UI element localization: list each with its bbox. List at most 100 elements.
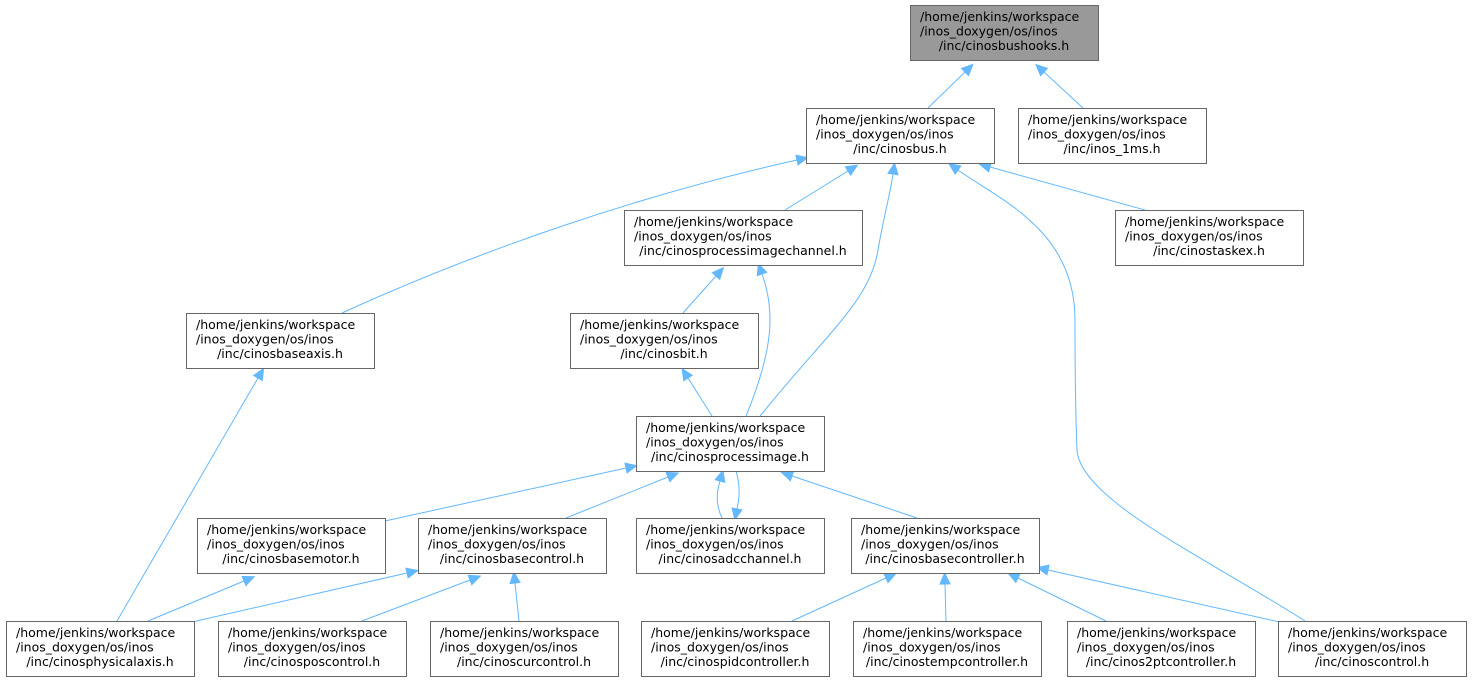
edge-line [341,159,798,314]
edge-line [784,170,849,211]
edge-cinosprocessimage-to-cinosbit [681,367,713,417]
node-box [636,416,825,472]
edges-layer [116,63,1306,624]
edge-line [191,572,408,623]
node-label-line: /home/jenkins/workspace [646,420,806,435]
node-cinoscurcontrol[interactable]: /home/jenkins/workspace/inos_doxygen/os/… [430,621,619,677]
node-box [218,621,407,677]
arrowhead [939,571,951,585]
node-label-line: /home/jenkins/workspace [863,625,1023,640]
edge-line [1047,569,1285,624]
node-cinosbaseaxis[interactable]: /home/jenkins/workspace/inos_doxygen/os/… [186,313,375,369]
node-label-line: /inc/cinospidcontroller.h [661,654,810,669]
arrowhead [795,154,809,166]
node-label-line: /home/jenkins/workspace [580,317,740,332]
edge-line [565,476,669,519]
node-label-line: /inos_doxygen/os/inos [428,537,566,552]
edge-cinosbaseaxis-to-cinosbus [341,154,809,314]
node-label-line: /home/jenkins/workspace [440,625,600,640]
node-label-line: /inc/inos_1ms.h [1063,141,1160,156]
node-label-line: /inc/cinosbaseaxis.h [217,346,343,361]
node-label-line: /inos_doxygen/os/inos [228,640,366,655]
edge-cinosprocessimagechannel-to-cinosbus [784,164,859,211]
node-label-line: /home/jenkins/workspace [196,317,356,332]
node-label-line: /inc/cinos2ptcontroller.h [1086,654,1236,669]
node-label-line: /inos_doxygen/os/inos [1288,640,1426,655]
arrowhead [467,574,482,586]
node-cinosbus[interactable]: /home/jenkins/workspace/inos_doxygen/os/… [806,108,995,164]
node-cinosbasecontrol[interactable]: /home/jenkins/workspace/inos_doxygen/os/… [418,518,607,574]
node-label-line: /inc/cinostaskex.h [1153,243,1265,258]
node-label-line: /inc/cinosbasecontrol.h [440,551,584,566]
arrowhead [681,367,694,382]
edge-cinosbasemotor-to-cinosprocessimage [384,462,638,522]
edge-line [759,173,894,417]
node-cinosbasemotor[interactable]: /home/jenkins/workspace/inos_doxygen/os/… [197,518,386,574]
node-label-line: /home/jenkins/workspace [646,522,806,537]
edge-line [735,470,740,510]
node-label-line: /home/jenkins/workspace [816,112,976,127]
node-box [910,5,1099,61]
edge-cinosphysicalaxis-to-cinosbasemotor [147,575,256,622]
node-label-line: /inos_doxygen/os/inos [651,640,789,655]
node-label-line: /inc/cinosprocessimage.h [651,449,809,464]
node-label-line: /inos_doxygen/os/inos [863,640,1001,655]
edge-cinosposcontrol-to-cinosbasecontrol [361,574,482,622]
node-label-line: /home/jenkins/workspace [861,522,1021,537]
arrowhead [714,469,726,484]
edge-cinoscurcontrol-to-cinosbasecontrol [509,570,521,622]
node-inos_1ms[interactable]: /home/jenkins/workspace/inos_doxygen/os/… [1018,108,1207,164]
edge-cinosbus-to-cinosbushooks [927,63,974,109]
node-box [636,518,825,574]
node-label-line: /home/jenkins/workspace [1288,625,1448,640]
arrowhead [756,262,768,277]
edge-cinosphysicalaxis-to-cinosbasecontrol [191,567,419,623]
edge-cinosprocessimage-to-cinosprocessimagechannel [745,262,771,417]
node-cinostaskex[interactable]: /home/jenkins/workspace/inos_doxygen/os/… [1115,210,1304,266]
node-cinosphysicalaxis[interactable]: /home/jenkins/workspace/inos_doxygen/os/… [6,621,195,677]
node-label-line: /inc/cinosbasecontroller.h [865,551,1024,566]
node-label-line: /inos_doxygen/os/inos [1077,640,1215,655]
arrowhead [887,161,899,176]
node-label-line: /inos_doxygen/os/inos [646,537,784,552]
edge-line [116,377,259,622]
node-cinoscontrol[interactable]: /home/jenkins/workspace/inos_doxygen/os/… [1278,621,1467,677]
arrowhead [241,575,256,587]
edge-line [147,580,245,622]
node-box [197,518,386,574]
edge-cinoscontrol-to-cinosbus [948,162,1306,622]
node-label-line: /home/jenkins/workspace [1028,112,1188,127]
edge-cinosprocessimage-to-cinosbus [759,161,899,417]
edge-line [1043,71,1084,109]
node-label-line: /inos_doxygen/os/inos [440,640,578,655]
node-box [853,621,1042,677]
node-label-line: /inos_doxygen/os/inos [196,332,334,347]
arrowhead [883,572,898,584]
nodes-layer: /home/jenkins/workspace/inos_doxygen/os/… [6,5,1467,677]
node-cinosposcontrol[interactable]: /home/jenkins/workspace/inos_doxygen/os/… [218,621,407,677]
node-cinostempcontroller[interactable]: /home/jenkins/workspace/inos_doxygen/os/… [853,621,1042,677]
edge-line [745,273,771,417]
node-label-line: /inos_doxygen/os/inos [861,537,999,552]
edge-cinos2ptcontroller-to-cinosbasecontroller [1007,572,1107,622]
node-cinosprocessimagechannel[interactable]: /home/jenkins/workspace/inos_doxygen/os/… [624,210,863,266]
node-cinos2ptcontroller[interactable]: /home/jenkins/workspace/inos_doxygen/os/… [1067,621,1256,677]
edge-line [957,169,1306,622]
arrowhead [1036,564,1050,576]
arrowhead [711,266,725,281]
node-cinosbit[interactable]: /home/jenkins/workspace/inos_doxygen/os/… [570,313,759,369]
arrowhead [780,470,795,482]
edge-line [791,475,918,519]
edge-line [927,71,966,109]
arrowhead [624,462,638,474]
node-cinosadcchannel[interactable]: /home/jenkins/workspace/inos_doxygen/os/… [636,518,825,574]
node-cinospidcontroller[interactable]: /home/jenkins/workspace/inos_doxygen/os/… [641,621,830,677]
node-cinosprocessimage[interactable]: /home/jenkins/workspace/inos_doxygen/os/… [636,416,825,472]
edge-cinosbasecontroller-to-cinosprocessimage [780,470,918,519]
node-box [851,518,1040,574]
arrowhead [948,162,962,176]
node-cinosbushooks[interactable]: /home/jenkins/workspace/inos_doxygen/os/… [910,5,1099,61]
node-box [6,621,195,677]
edge-line [791,577,887,622]
node-cinosbasecontroller[interactable]: /home/jenkins/workspace/inos_doxygen/os/… [851,518,1040,574]
